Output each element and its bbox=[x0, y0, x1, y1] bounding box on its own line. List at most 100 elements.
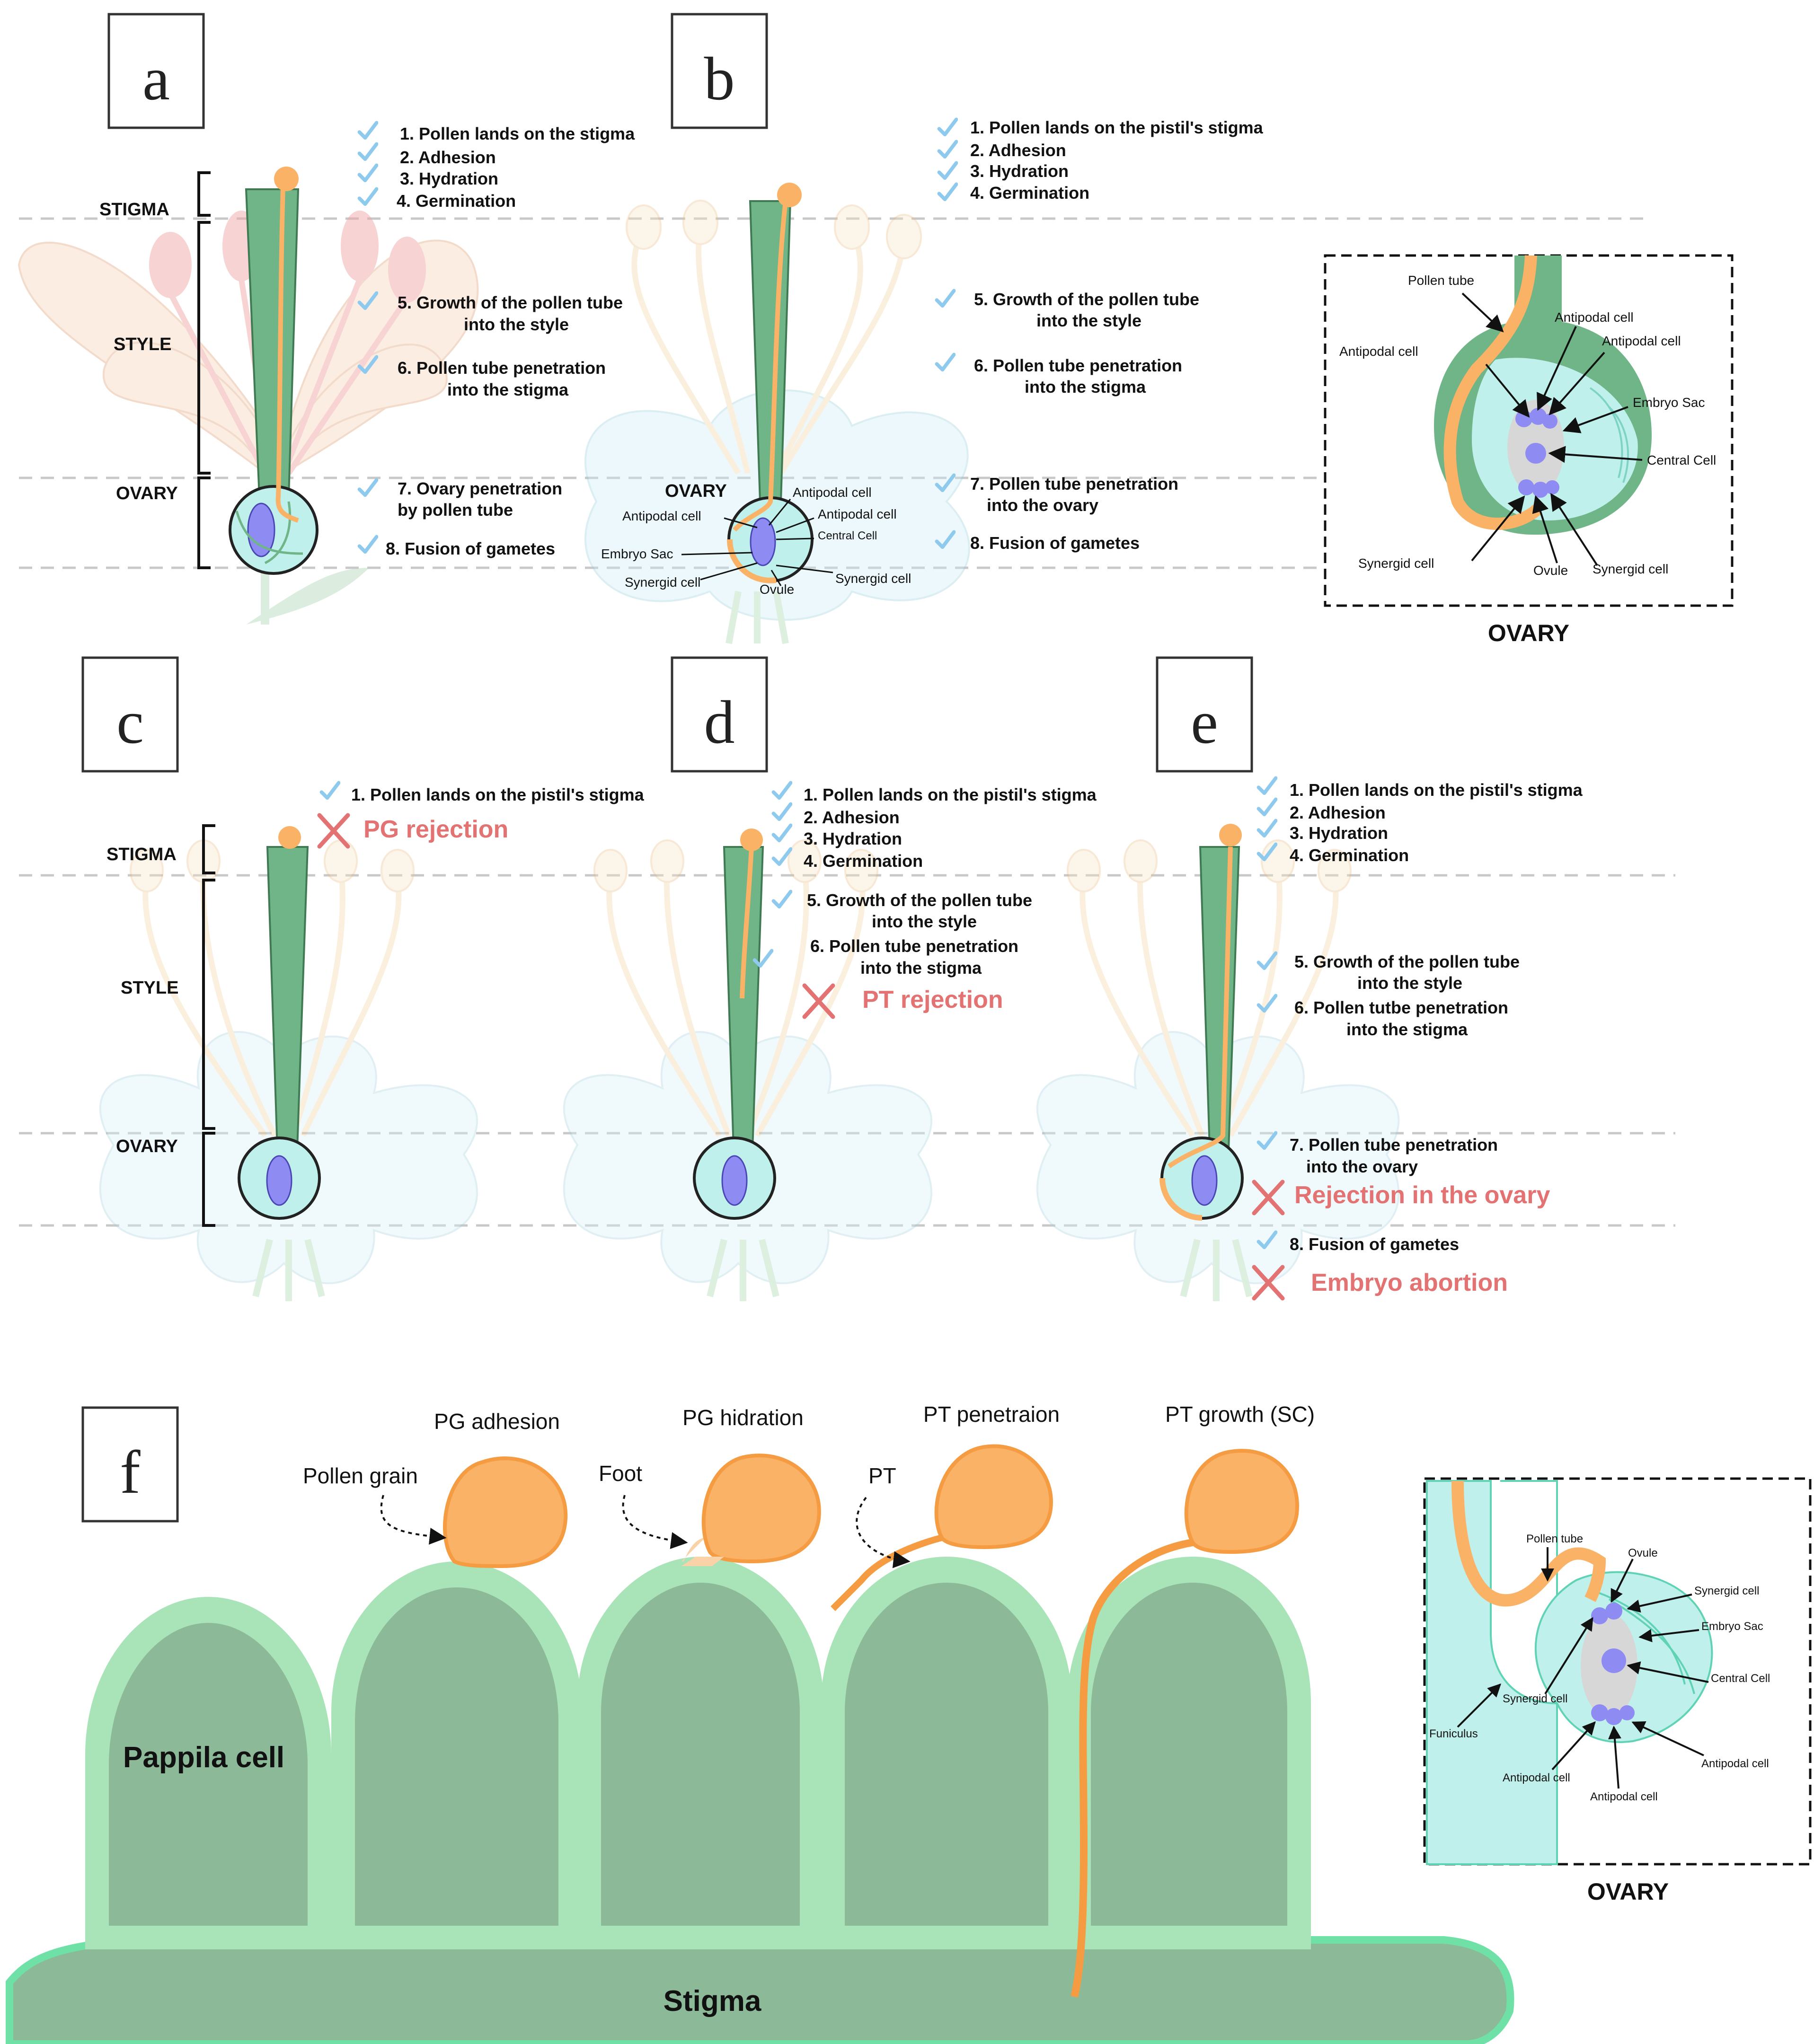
callout-label: Foot bbox=[599, 1461, 642, 1486]
ovary-label: Antipodal cell bbox=[1701, 1757, 1769, 1770]
ovary-label: Antipodal cell bbox=[1590, 1790, 1658, 1803]
panel-a: a STIGMA STYLE OVA bbox=[18, 13, 635, 625]
step-text: 2. Adhesion bbox=[400, 148, 496, 167]
ovary-label: Ovule bbox=[1628, 1547, 1658, 1559]
step-text: into the stigma bbox=[447, 380, 569, 399]
step-text: 6. Pollen tube penetration bbox=[810, 936, 1018, 956]
rejection-text: PG rejection bbox=[363, 816, 508, 843]
stage-title: PG hidration bbox=[682, 1405, 804, 1430]
step-text: 3. Hydration bbox=[970, 161, 1069, 181]
step-text: 2. Adhesion bbox=[970, 141, 1066, 160]
ovary-label: Ovule bbox=[760, 582, 794, 597]
pistil bbox=[726, 183, 814, 583]
step-text: by pollen tube bbox=[398, 500, 513, 520]
panel-label: d bbox=[704, 688, 735, 757]
ovary-label: Embryo Sac bbox=[601, 546, 673, 561]
panel-label: b bbox=[704, 45, 735, 113]
inset-title: OVARY bbox=[1488, 620, 1569, 646]
panel-label-box bbox=[1156, 656, 1253, 773]
step-text: 1. Pollen lands on the pistil's stigma bbox=[804, 785, 1097, 804]
ovary-label: Funiculus bbox=[1429, 1727, 1478, 1740]
step-text: into the stigma bbox=[1025, 377, 1146, 396]
papilla-label: Pappila cell bbox=[123, 1741, 284, 1774]
step-list: 1. Pollen lands on the pistil's stigma 2… bbox=[970, 118, 1264, 553]
step-text: 4. Germination bbox=[970, 183, 1089, 203]
step-text: into the ovary bbox=[1306, 1157, 1418, 1176]
panel-label-box bbox=[81, 656, 179, 773]
panel-label: e bbox=[1191, 688, 1218, 757]
stage-title: PT penetraion bbox=[923, 1402, 1060, 1427]
step-text: 1. Pollen lands on the pistil's stigma bbox=[970, 118, 1264, 137]
region-ovary: OVARY bbox=[116, 484, 178, 503]
region-style: STYLE bbox=[114, 335, 171, 354]
ovary-label: Central Cell bbox=[818, 529, 877, 542]
ovary-label: Central Cell bbox=[1647, 453, 1716, 467]
step-text: 4. Germination bbox=[804, 851, 923, 871]
ovary-label: Antipodal cell bbox=[793, 485, 872, 500]
ovary-label: Pollen tube bbox=[1526, 1533, 1583, 1545]
region-brackets bbox=[197, 171, 211, 569]
ovary-label: Synergid cell bbox=[1503, 1692, 1567, 1705]
pollen-grain bbox=[740, 828, 763, 851]
step-text: 5. Growth of the pollen tube bbox=[974, 290, 1199, 309]
ovary-label: Pollen tube bbox=[1408, 273, 1474, 288]
step-text: 3. Hydration bbox=[400, 169, 498, 188]
step-text: 7. Pollen tube penetration bbox=[1290, 1135, 1498, 1154]
pollen-grains bbox=[443, 1444, 1299, 1998]
step-list: 1. Pollen lands on the stigma 2. Adhesio… bbox=[386, 124, 635, 558]
ovary-inset-b: Pollen tube Antipodal cell Antipodal cel… bbox=[1324, 254, 1734, 646]
level-lines bbox=[19, 217, 1675, 1227]
step-text: 8. Fusion of gametes bbox=[1290, 1234, 1459, 1254]
ovary-label: Antipodal cell bbox=[818, 507, 897, 521]
step-text: 6. Pollen tube penetration bbox=[398, 358, 606, 378]
step-text: into the style bbox=[872, 912, 977, 931]
rejection-text: PT rejection bbox=[862, 986, 1003, 1013]
ovary-callouts bbox=[681, 499, 833, 586]
ovary-label: Synergid cell bbox=[835, 571, 911, 586]
ovary-label: Embryo Sac bbox=[1701, 1620, 1763, 1633]
ovary-label: Embryo Sac bbox=[1633, 395, 1705, 410]
step-text: 8. Fusion of gametes bbox=[970, 533, 1140, 553]
step-text: into the style bbox=[1036, 311, 1141, 330]
inset-title: OVARY bbox=[1587, 1878, 1669, 1905]
step-text: 5. Growth of the pollen tube bbox=[807, 890, 1032, 910]
step-text: 2. Adhesion bbox=[804, 808, 900, 827]
stigma-label: Stigma bbox=[664, 1985, 761, 2018]
region-style: STYLE bbox=[121, 978, 178, 998]
ovary-label: Antipodal cell bbox=[1555, 310, 1634, 325]
ovary-label: Ovule bbox=[1533, 563, 1568, 578]
step-text: 1. Pollen lands on the stigma bbox=[400, 124, 635, 143]
rejection-text: Embryo abortion bbox=[1311, 1269, 1508, 1296]
step-text: 4. Germination bbox=[1290, 846, 1409, 865]
callout-label: PT bbox=[868, 1463, 896, 1488]
ovary-label: Antipodal cell bbox=[1503, 1771, 1570, 1784]
panel-label-box bbox=[81, 1406, 179, 1523]
ovary-label: Antipodal cell bbox=[622, 509, 701, 523]
step-text: 5. Growth of the pollen tube bbox=[1294, 952, 1520, 971]
ovary-label: Synergid cell bbox=[1593, 562, 1668, 576]
pistil bbox=[693, 828, 776, 1220]
ovary-label: Antipodal cell bbox=[1339, 344, 1418, 359]
step-text: into the ovary bbox=[987, 495, 1098, 515]
step-text: 3. Hydration bbox=[1290, 823, 1388, 843]
pollen-grain bbox=[777, 183, 802, 207]
panel-label-box bbox=[671, 656, 768, 773]
step-text: 6. Pollen tutbe penetration bbox=[1294, 998, 1508, 1017]
stage-title: PG adhesion bbox=[434, 1409, 560, 1434]
ovary-inset-f: Pollen tube Ovule Synergid cell Embryo S… bbox=[1423, 1477, 1812, 1905]
panel-d: d 1. Pollen lands on the pistil's stigma… bbox=[563, 656, 1097, 1301]
stage-title: PT growth (SC) bbox=[1165, 1402, 1315, 1427]
step-text: 7. Ovary penetration bbox=[398, 479, 562, 498]
ovary-labels: Antipodal cell Antipodal cell Antipodal … bbox=[601, 485, 911, 597]
pistil bbox=[229, 167, 319, 575]
step-text: 7. Pollen tube penetration bbox=[970, 474, 1178, 493]
panel-b: b OVARY bbox=[584, 13, 1264, 644]
step-text: 2. Adhesion bbox=[1290, 803, 1386, 822]
panel-label-box bbox=[107, 13, 205, 129]
step-text: 3. Hydration bbox=[804, 829, 902, 848]
ovary-inset-labels: Pollen tube Antipodal cell Antipodal cel… bbox=[1339, 273, 1716, 578]
ovary-label: Central Cell bbox=[1711, 1672, 1770, 1685]
step-text: 1. Pollen lands on the pistil's stigma bbox=[351, 785, 645, 804]
ovary-label: Synergid cell bbox=[1694, 1585, 1759, 1597]
